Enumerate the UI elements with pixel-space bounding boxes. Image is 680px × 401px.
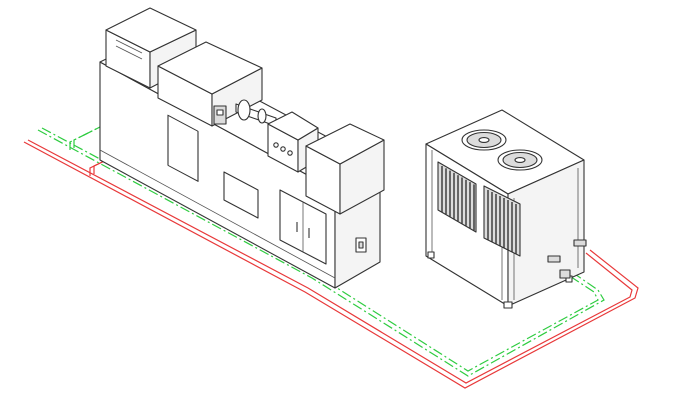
motor-block-top xyxy=(305,123,385,165)
chiller-foot-2 xyxy=(503,301,513,309)
injection-molding-machine xyxy=(99,7,385,289)
chiller-inlet-valve xyxy=(573,239,587,247)
pipe-valve-icon xyxy=(547,239,587,279)
chiller-outlet-valve xyxy=(547,255,561,263)
clamp-control-display xyxy=(216,109,224,116)
base-kick-line xyxy=(99,149,336,279)
hopper-cabinet-top xyxy=(105,7,197,53)
clamp-unit-top xyxy=(157,41,263,95)
condenser-vent-icon xyxy=(483,185,521,257)
supply-pipe-outer xyxy=(23,141,639,389)
return-pipe-outer xyxy=(37,129,605,377)
chiller-foot-1 xyxy=(427,251,435,259)
chiller-drain-valve xyxy=(559,269,571,279)
air-cooled-chiller xyxy=(425,109,587,309)
gauge-1 xyxy=(273,142,279,148)
base-panel-door-2 xyxy=(223,171,259,219)
gauge-3 xyxy=(287,150,293,156)
cabinet-slot-1 xyxy=(115,39,143,54)
base-panel-door-1 xyxy=(167,114,199,182)
barrel-flange xyxy=(237,99,251,121)
switch-knob xyxy=(358,241,364,249)
injection-unit-top xyxy=(267,111,319,141)
condenser-vent-fins-front xyxy=(441,166,475,231)
condenser-vent-fins-side xyxy=(487,190,517,254)
fan-icon xyxy=(497,149,543,171)
fan-icon xyxy=(461,129,507,151)
barrel-nozzle-collar xyxy=(257,108,267,124)
fan-hub-1 xyxy=(478,137,490,143)
return-riser-to-machine-inner xyxy=(73,96,172,148)
fan-hub-2 xyxy=(514,157,526,163)
cooling-water-piping xyxy=(23,91,639,389)
cabinet-slot-2 xyxy=(115,45,143,60)
gauge-2 xyxy=(280,146,286,152)
supply-pipe-inner xyxy=(27,139,633,384)
